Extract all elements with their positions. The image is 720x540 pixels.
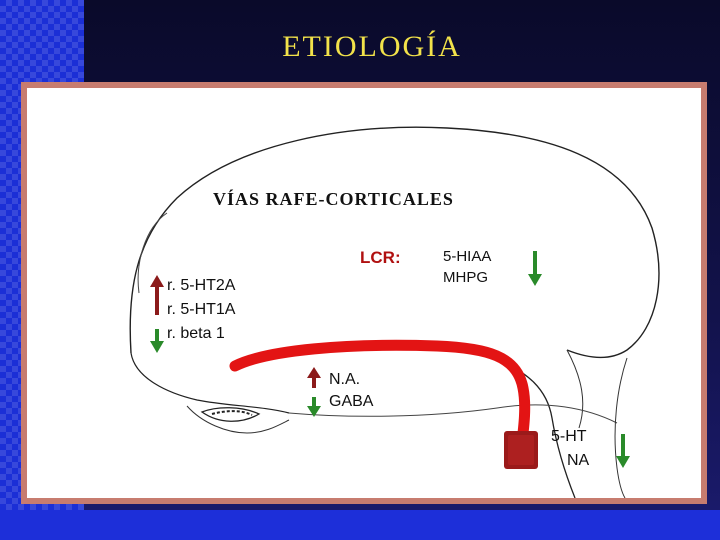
raphe-nucleus-highlight: [508, 435, 534, 465]
brain-outline-drawing: [129, 126, 660, 498]
brain-outline: [129, 126, 660, 359]
face-outline: [130, 352, 290, 414]
midbrain-item: N.A.: [329, 371, 361, 388]
up-arrow-icon: [307, 367, 321, 388]
eye-sketch: [200, 407, 261, 422]
cerebellum-outline: [566, 349, 584, 429]
receptor-item: r. beta 1: [167, 325, 225, 342]
spine-outline: [614, 357, 628, 498]
nose-outline: [186, 405, 290, 434]
lcr-label: LCR:: [360, 248, 401, 267]
midbrain-item: GABA: [329, 393, 374, 410]
down-arrow-icon: [616, 434, 630, 468]
raphe-cortical-pathway: [229, 339, 531, 456]
diagram-heading: VÍAS RAFE-CORTICALES: [213, 189, 454, 209]
up-arrow-icon: [150, 275, 164, 315]
slide-title: ETIOLOGÍA: [282, 30, 462, 63]
bottom-decorative-band: [0, 510, 720, 540]
down-arrow-icon: [150, 329, 164, 353]
eye-detail: [211, 410, 253, 416]
lcr-item: MHPG: [443, 269, 488, 286]
brain-diagram: VÍAS RAFE-CORTICALES LCR: 5-HIAA MHPG r.…: [27, 88, 701, 498]
receptor-item: r. 5-HT1A: [167, 301, 236, 318]
receptor-item: r. 5-HT2A: [167, 277, 236, 294]
figure-frame: VÍAS RAFE-CORTICALES LCR: 5-HIAA MHPG r.…: [21, 82, 707, 504]
lcr-item: 5-HIAA: [443, 248, 492, 265]
skull-base-outline: [288, 404, 618, 424]
raphe-item: NA: [567, 452, 590, 469]
down-arrow-icon: [307, 397, 321, 417]
raphe-item: 5-HT: [551, 428, 587, 445]
down-arrow-icon: [528, 251, 542, 286]
brain-inner-contour: [137, 212, 168, 294]
